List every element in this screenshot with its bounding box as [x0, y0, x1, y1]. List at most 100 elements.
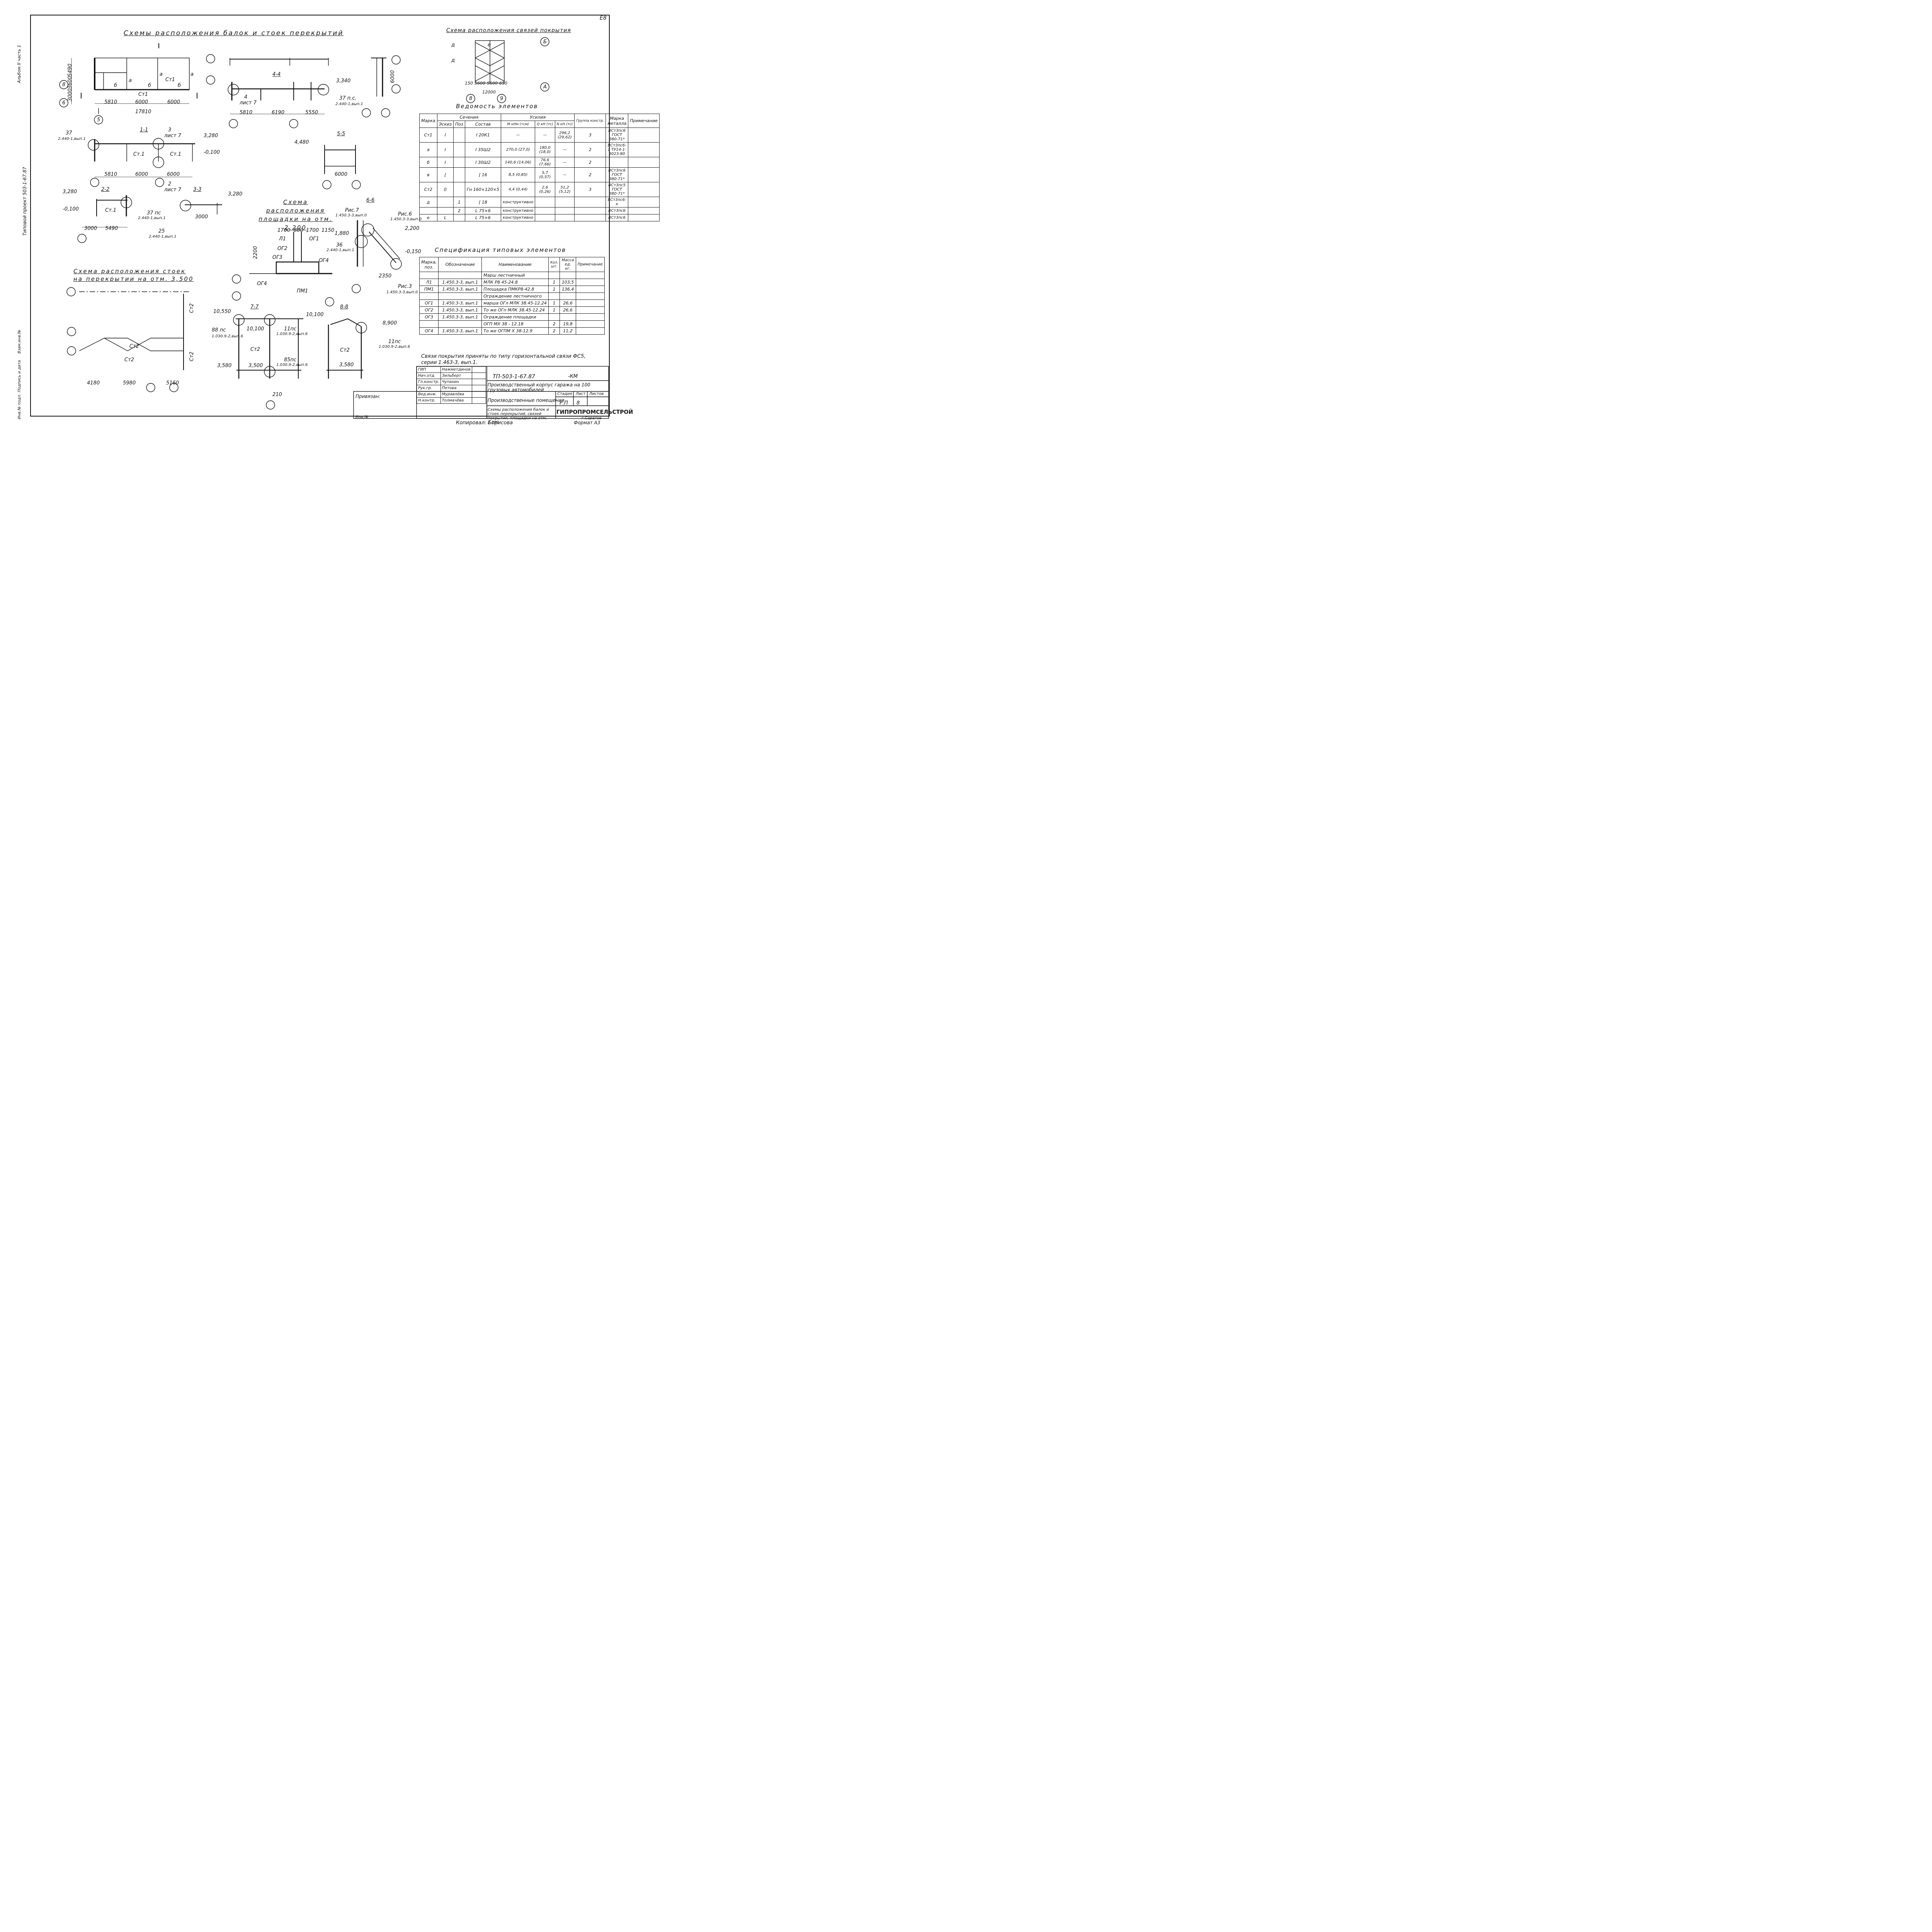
title-inv: Инв.№	[355, 415, 369, 419]
table-cell: 4,4 (0,44)	[501, 182, 536, 197]
platform-ref: 36	[336, 242, 343, 248]
platform-label: ОГ4	[257, 281, 267, 287]
table-cell: I	[437, 157, 454, 168]
s44-ref: 37 п.с.	[339, 95, 357, 101]
table-cell: ОГП МХ 38 - 12.18	[481, 320, 549, 328]
s44-ref: 4	[244, 94, 248, 100]
table-cell	[535, 214, 555, 221]
s22-dim: 3000	[84, 226, 97, 231]
bracing-dim: 5600	[474, 81, 485, 86]
section-label-2-2: 2-2	[101, 187, 110, 192]
table-cell: 2	[574, 142, 606, 157]
table-cell: I 35Ш2	[464, 142, 502, 157]
title-sheet-title: Производственные помещения	[488, 398, 565, 403]
s44-dim: 5550	[305, 110, 318, 116]
platform-scheme	[232, 232, 334, 306]
section-label-6-6: 6-6	[366, 197, 375, 203]
plan-dim-total: 17810	[135, 109, 151, 115]
table-cell	[628, 128, 660, 143]
table-cell: I	[437, 142, 454, 157]
s66-dim: 2350	[379, 273, 392, 279]
title-code: ТП-503-1-67.87	[493, 374, 535, 380]
s88-ref: 1.030.9-2,вып.6	[379, 345, 410, 349]
sheet-number: E8	[600, 15, 607, 21]
column-header: Обозначение	[438, 257, 482, 272]
s77-ref: 1.030.9-2,вып.6	[212, 334, 243, 338]
column-header: Марка	[419, 114, 437, 128]
signature-cell	[471, 397, 486, 404]
table-cell: I	[437, 128, 454, 143]
platform-dim: 800	[294, 228, 303, 233]
heading-bracing: Схема расположения связей покрытия	[446, 27, 571, 34]
table-cell	[605, 157, 629, 168]
table-cell: Площадка ПМКР8-42.8	[481, 286, 549, 293]
plan-axis: 5	[97, 117, 100, 123]
s11-dim: 6000	[135, 172, 148, 177]
bracing-dim: 650	[499, 81, 507, 86]
s22-level: -0,100	[63, 206, 79, 212]
table-cell: ВСт3пс6-к	[605, 197, 629, 207]
s11-ref: лист 7	[164, 187, 181, 193]
s55-level: 4,480	[294, 139, 309, 145]
table-cell	[628, 157, 660, 168]
s44-dim: 6190	[272, 110, 285, 116]
table-cell: —	[554, 142, 575, 157]
title-sheet: 8	[577, 400, 580, 406]
section-label-8-8: 8-8	[340, 304, 349, 310]
s11-ref: 3	[168, 127, 172, 133]
heading-elements: Ведомость элементов	[456, 103, 538, 110]
colplan-dim: 5160	[166, 380, 179, 386]
table-cell	[628, 167, 660, 182]
table-cell: 26,6	[560, 299, 576, 307]
s33-level: 3,280	[228, 191, 243, 197]
s44-ref: лист 7	[240, 100, 257, 106]
plan-mark-st1: Ст1	[138, 92, 148, 97]
table-header-row: Марка Сечения Усилия Группа констр. Марк…	[419, 114, 660, 128]
section-5	[362, 55, 401, 117]
table-cell: 1.450.3-3, вып.1	[438, 286, 482, 293]
heading-columns: Схема расположения стоек на перекрытии н…	[73, 268, 194, 282]
section-4-4	[206, 54, 329, 128]
table-cell: L	[437, 214, 454, 221]
table-cell: I 20К1	[464, 128, 502, 143]
s66-level: -0,150	[405, 249, 421, 255]
s77-ref: 1.030.9-2,вып.6	[276, 363, 308, 367]
table-cell	[554, 214, 575, 221]
section-label-4-4: 4-4	[272, 71, 281, 77]
platform-dim: 1150	[321, 228, 335, 233]
s77-ref: 11пс	[284, 326, 297, 332]
plan-mark-st1: Ст1	[165, 77, 175, 83]
plan-mark-b: б	[178, 83, 181, 88]
platform-label: ПМ1	[297, 288, 308, 294]
colplan-mark: Ст2	[124, 357, 134, 363]
title-privyazan: Привязан:	[355, 394, 381, 399]
s55-dim: 6000	[335, 172, 348, 177]
table-cell: д	[419, 197, 437, 207]
column-header: Наименование	[481, 257, 549, 272]
table-row: Н.контр.Толмачёва	[417, 397, 486, 404]
s11-level: -0,100	[204, 150, 220, 155]
s22-ref: 37 пс	[147, 210, 161, 216]
bracing-dim: 5600	[487, 81, 498, 86]
plan-mark-a: а	[190, 71, 194, 77]
table-cell: ВСт3пс6	[605, 214, 629, 221]
s88-ref: 11пс	[388, 339, 401, 345]
s77-ref: 1.030.9-2,вып.6	[276, 332, 308, 336]
bracing-plan	[466, 37, 549, 103]
plan-dim: 6000	[135, 99, 148, 105]
platform-dim: 1700	[306, 228, 319, 233]
s77-level: 10,550	[213, 309, 231, 315]
s66-ref: Рис.7	[345, 207, 359, 213]
column-header: Масса ед. кг.	[560, 257, 576, 272]
table-cell: 1.450.3-3, вып.1	[438, 279, 482, 286]
bracing-mark: д	[451, 42, 455, 48]
table-cell: [ 18	[464, 197, 502, 207]
table-cell: 1	[453, 197, 465, 207]
title-org: ГИПРОПРОМСЕЛЬСТРОЙ	[556, 409, 633, 415]
